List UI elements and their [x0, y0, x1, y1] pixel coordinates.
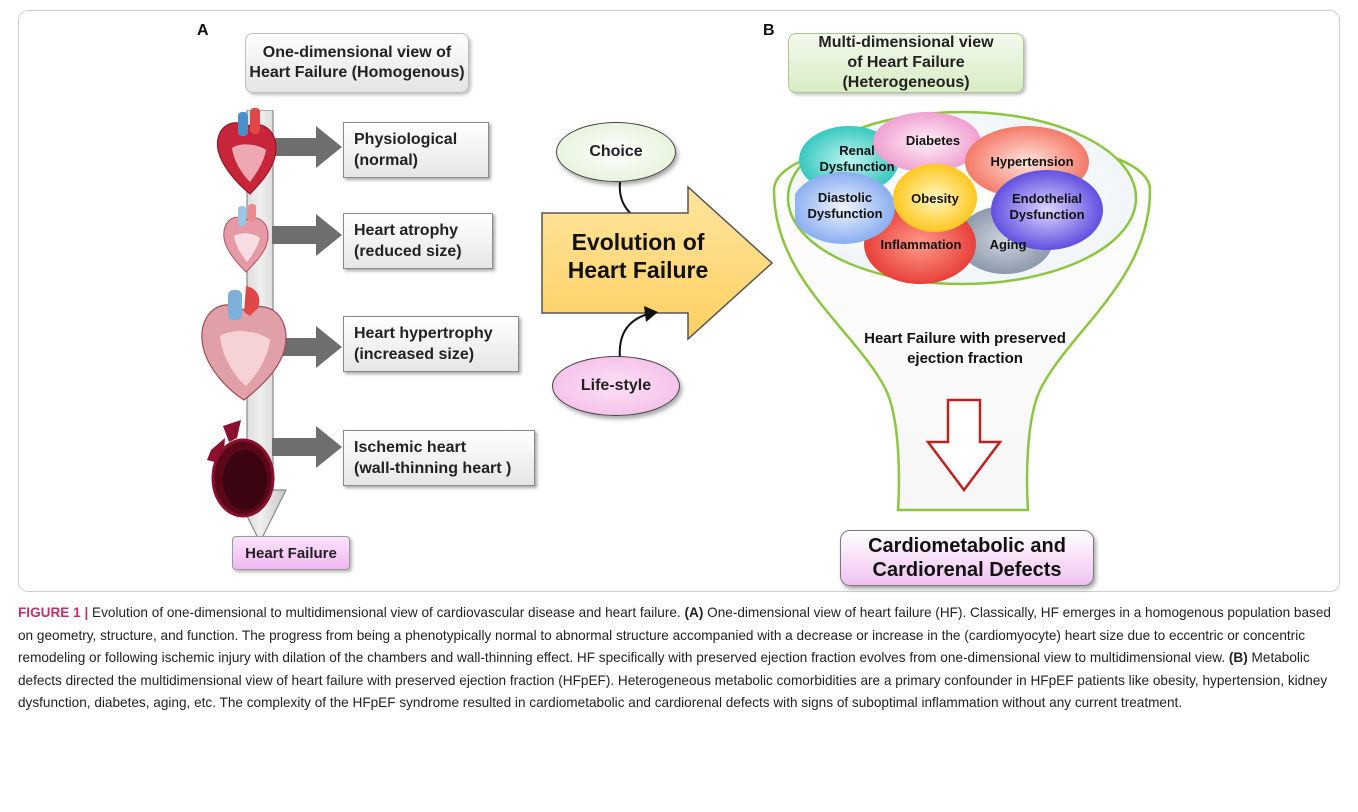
panel-a-title-line1: One-dimensional view of: [262, 44, 452, 61]
stage-2-line1: Heart atrophy: [354, 222, 459, 239]
diastolic-line1: Diastolic: [817, 190, 873, 205]
hypertension-label: Hypertension: [990, 154, 1074, 169]
evolution-line2: Heart Failure: [567, 257, 709, 283]
down-arrow-icon: [925, 398, 1003, 493]
caption-text-2: One-dimensional view of heart failure (H…: [18, 605, 1331, 665]
inflammation-label: Inflammation: [880, 237, 962, 252]
outcome-line1: Cardiometabolic and: [868, 535, 1066, 557]
caption-text-1: Evolution of one-dimensional to multidim…: [88, 605, 685, 620]
diabetes-label: Diabetes: [905, 133, 961, 148]
panel-b-title-line2: of Heart Failure (Heterogeneous): [842, 54, 970, 91]
hfpef-line2: ejection fraction: [907, 350, 1023, 367]
pointer-4: [272, 426, 342, 468]
evolution-arrow: [541, 185, 774, 341]
stage-4-line2: (wall-thinning heart ): [354, 460, 512, 477]
outcome-line2: Cardiorenal Defects: [872, 559, 1062, 581]
panel-b-letter: B: [763, 22, 775, 39]
panel-b-title-line1: Multi-dimensional view: [818, 34, 994, 51]
normal-heart-icon: [216, 108, 277, 195]
stage-1-line2: (normal): [354, 152, 418, 169]
stage-ischemic: Ischemic heart (wall-thinning heart ): [343, 430, 535, 486]
choice-oval: Choice: [556, 122, 676, 182]
pointer-1: [272, 126, 342, 168]
caption-b-ref: (B): [1228, 650, 1248, 665]
ischemic-heart-icon: [207, 420, 275, 518]
pointer-3: [272, 326, 342, 368]
diastolic-bubble: [795, 172, 895, 244]
caption-text-3: Metabolic defects directed the multidime…: [18, 650, 1328, 710]
diabetes-bubble: [873, 112, 981, 172]
panel-a-title-line2: Heart Failure (Homogenous): [249, 64, 465, 81]
figure-caption: FIGURE 1 | Evolution of one-dimensional …: [18, 602, 1340, 715]
lifestyle-oval: Life-style: [552, 356, 680, 416]
hfpef-label: Heart Failure with preserved ejection fr…: [850, 329, 1080, 369]
stage-4-line1: Ischemic heart: [354, 439, 467, 456]
hypertrophy-heart-icon: [201, 286, 287, 401]
evolution-label: Evolution of Heart Failure: [548, 228, 728, 284]
outcome-box: Cardiometabolic and Cardiorenal Defects: [840, 530, 1094, 586]
stage-hypertrophy: Heart hypertrophy (increased size): [343, 316, 519, 372]
endothelial-line1: Endothelial: [1011, 191, 1083, 206]
diastolic-dysfunction-label: Diastolic Dysfunction: [800, 190, 890, 222]
endothelial-bubble: [991, 170, 1103, 250]
stage-atrophy: Heart atrophy (reduced size): [343, 213, 493, 269]
renal-dysfunction-label: Renal Dysfunction: [812, 143, 902, 175]
caption-a-ref: (A): [684, 605, 704, 620]
endothelial-line2: Dysfunction: [1009, 207, 1085, 222]
panel-b-title: Multi-dimensional view of Heart Failure …: [788, 33, 1024, 93]
stage-pointers: [272, 126, 342, 468]
diastolic-line2: Dysfunction: [807, 206, 883, 221]
caption-label: FIGURE 1 |: [18, 605, 89, 620]
panel-a-title: One-dimensional view of Heart Failure (H…: [245, 33, 469, 93]
figure-frame: [18, 10, 1340, 592]
hfpef-line1: Heart Failure with preserved: [864, 330, 1066, 347]
endothelial-dysfunction-label: Endothelial Dysfunction: [997, 191, 1097, 223]
stage-3-line2: (increased size): [354, 346, 475, 363]
panel-a-letter: A: [197, 22, 209, 39]
renal-line1: Renal: [839, 143, 875, 158]
evolution-line1: Evolution of: [571, 229, 705, 255]
lifestyle-connector: [618, 306, 658, 359]
stage-1-line1: Physiological: [354, 131, 458, 148]
aging-label: Aging: [989, 237, 1027, 252]
obesity-bubble: [893, 164, 977, 232]
obesity-label: Obesity: [911, 191, 959, 206]
comorbidity-cluster: [795, 112, 1103, 284]
pointer-2: [272, 214, 342, 256]
stage-3-line1: Heart hypertrophy: [354, 325, 493, 342]
stage-2-line2: (reduced size): [354, 243, 462, 260]
atrophy-heart-icon: [223, 204, 269, 273]
heart-failure-endpoint: Heart Failure: [232, 536, 350, 570]
stage-physiological: Physiological (normal): [343, 122, 489, 178]
renal-line2: Dysfunction: [819, 159, 895, 174]
